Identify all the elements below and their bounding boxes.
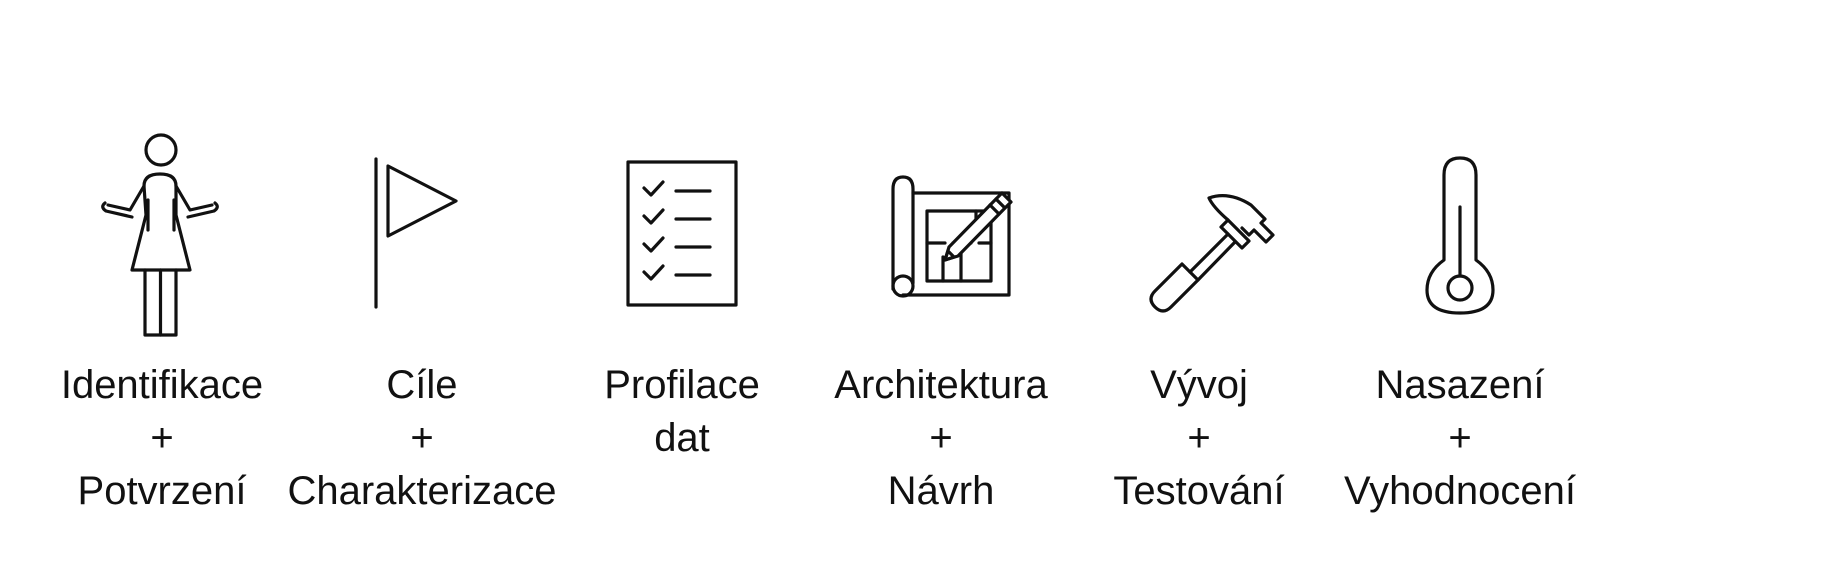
label-line: + <box>1187 416 1211 460</box>
label-line: + <box>929 416 953 460</box>
label-line: Charakterizace <box>287 469 557 513</box>
step-label: Architektura + Návrh <box>834 359 1047 518</box>
label-line: Cíle <box>386 363 458 407</box>
blueprint-pencil-icon <box>831 125 1051 355</box>
step-label: Profilace dat <box>604 359 760 465</box>
step-identifikace: Identifikace + Potvrzení <box>17 125 307 518</box>
label-line: + <box>410 416 434 460</box>
label-line: Potvrzení <box>77 469 247 513</box>
step-label: Identifikace + Potvrzení <box>61 359 263 518</box>
step-label: Nasazení + Vyhodnocení <box>1344 359 1576 518</box>
label-line: Testování <box>1113 469 1285 513</box>
label-line: Návrh <box>887 469 995 513</box>
flag-icon <box>312 125 532 355</box>
hammer-icon <box>1089 125 1309 355</box>
label-line: Architektura <box>834 363 1048 407</box>
step-architektura: Architektura + Návrh <box>796 125 1086 518</box>
person-shrugging-icon <box>52 125 272 355</box>
label-line: Vývoj <box>1150 363 1248 407</box>
label-line: Identifikace <box>60 363 264 407</box>
checklist-icon <box>572 125 792 355</box>
step-label: Vývoj + Testování <box>1113 359 1284 518</box>
step-profilace: Profilace dat <box>537 125 827 465</box>
thermometer-icon <box>1350 125 1570 355</box>
label-line: Vyhodnocení <box>1343 469 1577 513</box>
step-label: Cíle + Charakterizace <box>287 359 556 518</box>
label-line: + <box>150 416 174 460</box>
step-cile: Cíle + Charakterizace <box>277 125 567 518</box>
step-vyvoj: Vývoj + Testování <box>1054 125 1344 518</box>
label-line: dat <box>654 416 710 460</box>
label-line: Profilace <box>604 363 760 407</box>
step-nasazeni: Nasazení + Vyhodnocení <box>1315 125 1605 518</box>
label-line: Nasazení <box>1375 363 1545 407</box>
label-line: + <box>1448 416 1472 460</box>
